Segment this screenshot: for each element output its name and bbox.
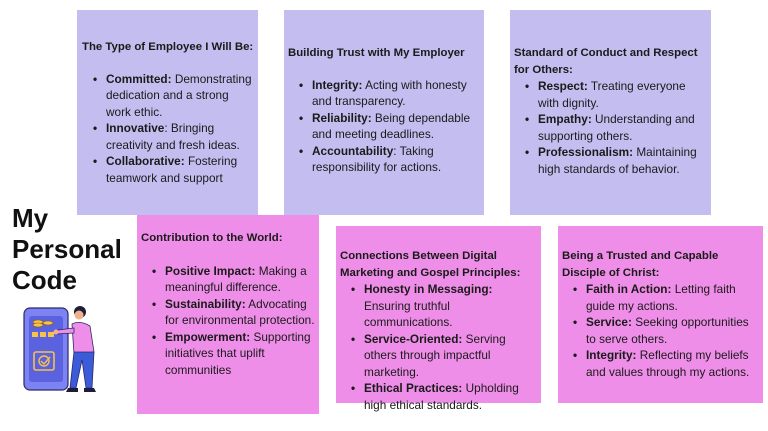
- item-term: Integrity:: [312, 77, 363, 92]
- card-digital-marketing-gospel: Connections Between Digital Marketing an…: [336, 226, 541, 412]
- item-term: Innovative: [106, 121, 165, 135]
- item-term: Positive Impact:: [165, 263, 256, 278]
- list-item: Honesty in Messaging: Ensuring truthful …: [351, 281, 538, 331]
- page-title: My Personal Code: [12, 203, 122, 296]
- item-text: Seeking opportunities to serve others.: [586, 315, 749, 346]
- item-text: Serving others through impactful marketi…: [364, 331, 506, 379]
- list-item: Empathy: Understanding and supporting ot…: [525, 111, 708, 144]
- list-item: Ethical Practices: Upholding high ethica…: [351, 380, 538, 413]
- card-list: Respect: Treating everyone with dignity.…: [514, 78, 708, 177]
- card-heading: Contribution to the World:: [141, 232, 283, 244]
- item-term: Honesty in Messaging:: [364, 282, 493, 296]
- item-term: Service:: [586, 315, 632, 329]
- item-term: Accountability: [312, 143, 394, 158]
- card-heading: Connections Between Digital Marketing an…: [340, 250, 521, 279]
- list-item: Innovative: Bringing creativity and fres…: [93, 120, 255, 153]
- card-standard-of-conduct: Standard of Conduct and Respect for Othe…: [510, 10, 711, 215]
- card-employee-type: The Type of Employee I Will Be: Committe…: [77, 10, 258, 215]
- list-item: Committed: Demonstrating dedication and …: [93, 71, 255, 121]
- item-term: Service-Oriented:: [364, 331, 463, 346]
- item-text: Acting with honesty and transparency.: [312, 77, 467, 109]
- list-item: Respect: Treating everyone with dignity.: [525, 78, 708, 111]
- list-item: Service-Oriented: Serving others through…: [351, 331, 538, 381]
- item-text: Treating everyone with dignity.: [538, 79, 686, 110]
- card-list: Honesty in Messaging: Ensuring truthful …: [340, 281, 538, 413]
- item-term: Empowerment:: [165, 329, 251, 344]
- item-term: Professionalism:: [538, 145, 634, 159]
- item-text: Making a meaningful difference.: [165, 263, 307, 295]
- item-term: Respect:: [538, 79, 588, 93]
- item-term: Integrity:: [586, 348, 637, 362]
- item-term: Collaborative:: [106, 154, 185, 168]
- list-item: Reliability: Being dependable and meetin…: [299, 110, 481, 143]
- list-item: Integrity: Reflecting my beliefs and val…: [573, 347, 760, 380]
- title-line: My: [12, 203, 49, 233]
- item-text: Reflecting my beliefs and values through…: [586, 348, 750, 379]
- title-line: Personal: [12, 234, 122, 264]
- item-text: : Bringing creativity and fresh ideas.: [106, 121, 240, 152]
- card-contribution: Contribution to the World: Positive Impa…: [137, 215, 319, 414]
- item-term: Ethical Practices:: [364, 381, 463, 395]
- person-with-phone-illustration: [23, 306, 96, 392]
- list-item: Professionalism: Maintaining high standa…: [525, 144, 708, 177]
- card-building-trust: Building Trust with My Employer Integrit…: [284, 10, 484, 215]
- card-heading: Being a Trusted and Capable Disciple of …: [562, 250, 719, 279]
- item-term: Sustainability:: [165, 296, 246, 311]
- item-term: Faith in Action:: [586, 282, 672, 296]
- card-list: Faith in Action: Letting faith guide my …: [562, 281, 760, 380]
- card-heading: Standard of Conduct and Respect for Othe…: [514, 47, 698, 76]
- list-item: Integrity: Acting with honesty and trans…: [299, 77, 481, 110]
- item-text: Being dependable and meeting deadlines.: [312, 110, 471, 142]
- list-item: Sustainability: Advocating for environme…: [152, 296, 316, 329]
- item-term: Committed:: [106, 71, 172, 86]
- item-text: Upholding high ethical standards.: [364, 381, 519, 412]
- list-item: Positive Impact: Making a meaningful dif…: [152, 263, 316, 296]
- list-item: Service: Seeking opportunities to serve …: [573, 314, 760, 347]
- item-text: Demonstrating dedication and a strong wo…: [106, 71, 252, 119]
- item-text: : Taking responsibility for actions.: [312, 143, 442, 175]
- item-term: Empathy:: [538, 112, 592, 126]
- item-text: Understanding and supporting others.: [538, 112, 695, 143]
- list-item: Empowerment: Supporting initiatives that…: [152, 329, 316, 379]
- card-list: Committed: Demonstrating dedication and …: [82, 71, 255, 187]
- item-text: Supporting initiatives that uplift commu…: [165, 329, 311, 377]
- card-list: Integrity: Acting with honesty and trans…: [288, 77, 481, 176]
- card-heading: Building Trust with My Employer: [288, 47, 465, 59]
- card-heading: The Type of Employee I Will Be:: [82, 41, 254, 53]
- card-disciple-of-christ: Being a Trusted and Capable Disciple of …: [558, 226, 763, 403]
- title-line: Code: [12, 265, 77, 295]
- item-text: Ensuring truthful communications.: [364, 298, 453, 330]
- list-item: Collaborative: Fostering teamwork and su…: [93, 153, 255, 186]
- list-item: Faith in Action: Letting faith guide my …: [573, 281, 760, 314]
- item-term: Reliability:: [312, 110, 372, 125]
- item-text: Fostering teamwork and support: [106, 154, 238, 185]
- item-text: Advocating for environmental protection.: [165, 296, 315, 328]
- list-item: Accountability: Taking responsibility fo…: [299, 143, 481, 176]
- card-list: Positive Impact: Making a meaningful dif…: [141, 263, 316, 379]
- item-text: Letting faith guide my actions.: [586, 282, 736, 313]
- item-text: Maintaining high standards of behavior.: [538, 145, 697, 176]
